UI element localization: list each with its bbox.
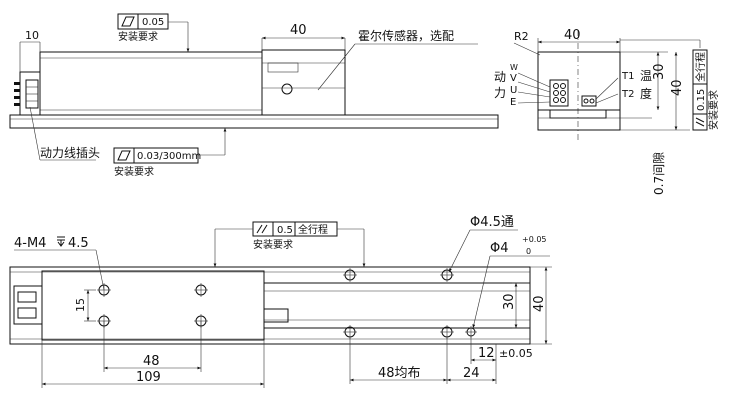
tapped-hole: [194, 283, 208, 297]
base-plate: [9, 114, 499, 129]
gap-label: 0.7间隙: [652, 152, 666, 195]
side-height-30: 30: [652, 63, 667, 80]
bottom-dim-40: 40: [532, 295, 547, 312]
svg-text:全行程: 全行程: [298, 223, 328, 236]
power-label-1: 动: [494, 70, 506, 84]
dim-48: 48: [143, 354, 160, 369]
side-view: W V U E 动 力 T1 T2 温 度 R2 40 30 40 0.1: [494, 28, 720, 195]
svg-text:0.03/300mm: 0.03/300mm: [137, 151, 201, 162]
temp-t1: T1: [621, 71, 634, 82]
svg-text:安装要求: 安装要求: [253, 238, 293, 251]
svg-text:安装要求: 安装要求: [707, 90, 720, 130]
pin-e: E: [510, 97, 516, 108]
temp-label-1: 温: [640, 69, 652, 83]
bottom-view: 4-M4 4.5 Φ4.5通 Φ4 +0.05 0 0.5 全行程 安装要求: [9, 215, 552, 388]
through-hole: [440, 325, 454, 339]
power-connector-label: 动力线插头: [40, 146, 100, 160]
radius-r2: R2: [514, 30, 529, 43]
hall-sensor-block: [261, 49, 346, 116]
pin-u: U: [510, 85, 517, 96]
through-hole: [343, 268, 357, 282]
dim-10: 10: [25, 29, 39, 42]
pin-tol-lower: 0: [526, 247, 531, 256]
svg-text:0.05: 0.05: [142, 17, 164, 28]
bottom-dim-30: 30: [502, 293, 517, 310]
pin-hole-label: Φ4: [490, 241, 509, 256]
flatness-frame: 0.03/300mm 安装要求: [113, 128, 227, 178]
tapped-holes-label: 4-M4: [14, 236, 46, 251]
dim-48-even: 48均布: [378, 366, 421, 381]
through-hole-label: Φ4.5通: [470, 215, 514, 230]
through-hole: [343, 325, 357, 339]
parallelism-frame: 0.05 安装要求: [117, 13, 190, 52]
sensor-hole: [281, 83, 293, 95]
svg-text:0.15: 0.15: [696, 89, 707, 111]
svg-text:安装要求: 安装要求: [114, 165, 154, 178]
pin-v: V: [510, 73, 517, 84]
temp-t2: T2: [621, 89, 634, 100]
dim-40-top: 40: [290, 23, 307, 38]
through-hole: [440, 268, 454, 282]
hall-sensor-label: 霍尔传感器，选配: [358, 28, 454, 43]
dim-109: 109: [136, 370, 161, 385]
top-view: 10 40 0.05 安装要求 霍尔传感器，选配 动力线插头 0.03/300: [9, 13, 499, 178]
side-height-40: 40: [670, 79, 685, 96]
bottom-parallel-frame: 0.5 全行程 安装要求: [213, 221, 366, 267]
dim-15: 15: [74, 298, 87, 312]
motor-body: [39, 51, 263, 116]
temp-label-2: 度: [640, 86, 652, 101]
tap-depth-label: 4.5: [68, 236, 89, 251]
side-width-40: 40: [564, 28, 581, 43]
connector-housing: [19, 71, 41, 116]
side-parallel-frame: 0.15 全行程 安装要求: [692, 49, 720, 131]
dim-24: 24: [463, 366, 480, 381]
dim-12: 12: [478, 346, 495, 361]
svg-text:全行程: 全行程: [694, 52, 707, 82]
power-label-2: 力: [494, 86, 506, 100]
svg-text:0.5: 0.5: [277, 225, 293, 236]
dim-12-tol: ±0.05: [499, 347, 533, 360]
pin-w: W: [510, 63, 518, 72]
pin-tol-upper: +0.05: [522, 235, 547, 244]
svg-text:安装要求: 安装要求: [118, 30, 158, 43]
